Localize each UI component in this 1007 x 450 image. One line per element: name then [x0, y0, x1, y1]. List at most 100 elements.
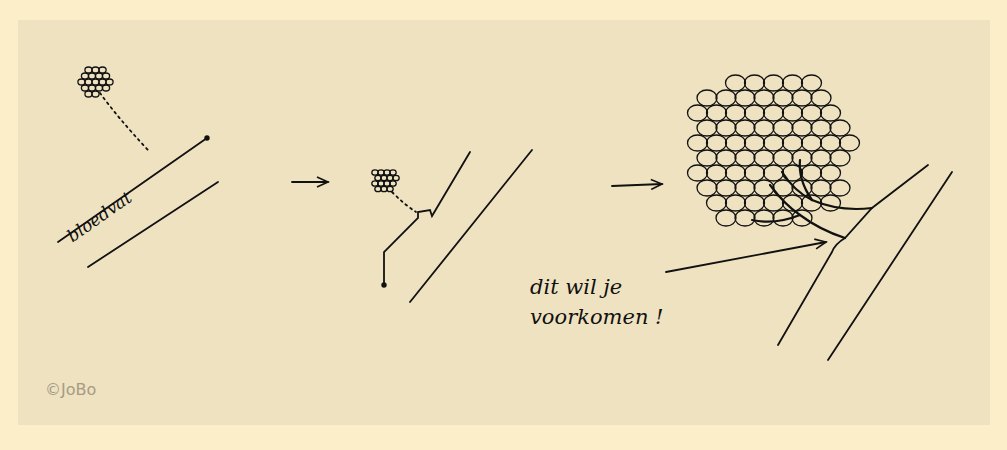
cell	[735, 150, 755, 166]
cell	[716, 90, 736, 106]
cell	[830, 120, 850, 136]
cell	[92, 79, 99, 85]
cell	[792, 120, 812, 136]
cell	[821, 135, 841, 151]
cell	[716, 120, 736, 136]
tumor-vessel	[800, 160, 812, 200]
cell	[393, 175, 399, 180]
cell	[92, 67, 99, 73]
cell	[726, 135, 746, 151]
cell	[707, 195, 727, 211]
cell	[99, 79, 106, 85]
cell	[88, 73, 95, 79]
cell	[716, 210, 736, 226]
watermark: ©JoBo	[45, 378, 165, 401]
cell	[783, 75, 803, 91]
cell	[821, 195, 841, 211]
cell	[716, 180, 736, 196]
cell	[735, 180, 755, 196]
dotted-line	[100, 93, 148, 150]
vessel-end	[205, 136, 209, 140]
cell	[821, 105, 841, 121]
cell	[716, 150, 736, 166]
cell	[811, 180, 831, 196]
tumor-vessel	[782, 172, 872, 209]
cell	[754, 90, 774, 106]
cell	[85, 67, 92, 73]
cell	[697, 180, 717, 196]
cell	[707, 165, 727, 181]
cell	[697, 150, 717, 166]
cell	[85, 79, 92, 85]
cell	[78, 79, 85, 85]
cell	[745, 165, 765, 181]
cell	[830, 180, 850, 196]
cell	[707, 105, 727, 121]
cell	[745, 105, 765, 121]
cell	[726, 195, 746, 211]
cell	[85, 91, 92, 97]
step-arrow	[292, 181, 328, 183]
cell	[81, 73, 88, 79]
cell	[99, 67, 106, 73]
cell	[81, 85, 88, 91]
leader-line	[666, 242, 826, 272]
cell	[707, 135, 727, 151]
cell	[735, 210, 755, 226]
tumor-vessel	[752, 215, 800, 222]
cell	[726, 75, 746, 91]
cell	[697, 90, 717, 106]
cell	[735, 120, 755, 136]
cell	[754, 210, 774, 226]
cell	[830, 150, 850, 166]
cell	[745, 75, 765, 91]
cell	[764, 135, 784, 151]
cell	[390, 170, 396, 175]
cell	[792, 90, 812, 106]
vessel-wall	[384, 152, 470, 285]
vessel-wall	[778, 165, 928, 345]
cell	[802, 105, 822, 121]
cell	[102, 73, 109, 79]
cell	[745, 135, 765, 151]
cell	[792, 150, 812, 166]
cell	[811, 90, 831, 106]
vessel-end	[382, 283, 386, 287]
cell	[92, 91, 99, 97]
cell	[821, 165, 841, 181]
cell	[688, 105, 708, 121]
cell	[802, 165, 822, 181]
cell	[811, 120, 831, 136]
cell	[688, 135, 708, 151]
cell	[764, 75, 784, 91]
cell	[688, 165, 708, 181]
cell	[802, 135, 822, 151]
cell	[802, 75, 822, 91]
cell	[745, 195, 765, 211]
cell	[726, 105, 746, 121]
cell	[102, 85, 109, 91]
cell	[726, 165, 746, 181]
cell	[783, 135, 803, 151]
note-label: dit wil je voorkomen !	[530, 272, 680, 333]
step-arrow	[612, 184, 662, 186]
vessel-wall	[410, 150, 532, 302]
cell	[773, 120, 793, 136]
cell	[390, 181, 396, 186]
cell	[764, 165, 784, 181]
vessel-wall	[828, 172, 952, 360]
background-panel	[18, 20, 990, 425]
cell	[387, 186, 393, 191]
cell	[811, 150, 831, 166]
cell	[95, 73, 102, 79]
cell	[773, 90, 793, 106]
cell	[783, 105, 803, 121]
cell	[106, 79, 113, 85]
cell	[697, 120, 717, 136]
cell	[95, 85, 102, 91]
cell	[840, 135, 860, 151]
dotted-line	[392, 192, 416, 212]
cell	[754, 150, 774, 166]
cell	[88, 85, 95, 91]
